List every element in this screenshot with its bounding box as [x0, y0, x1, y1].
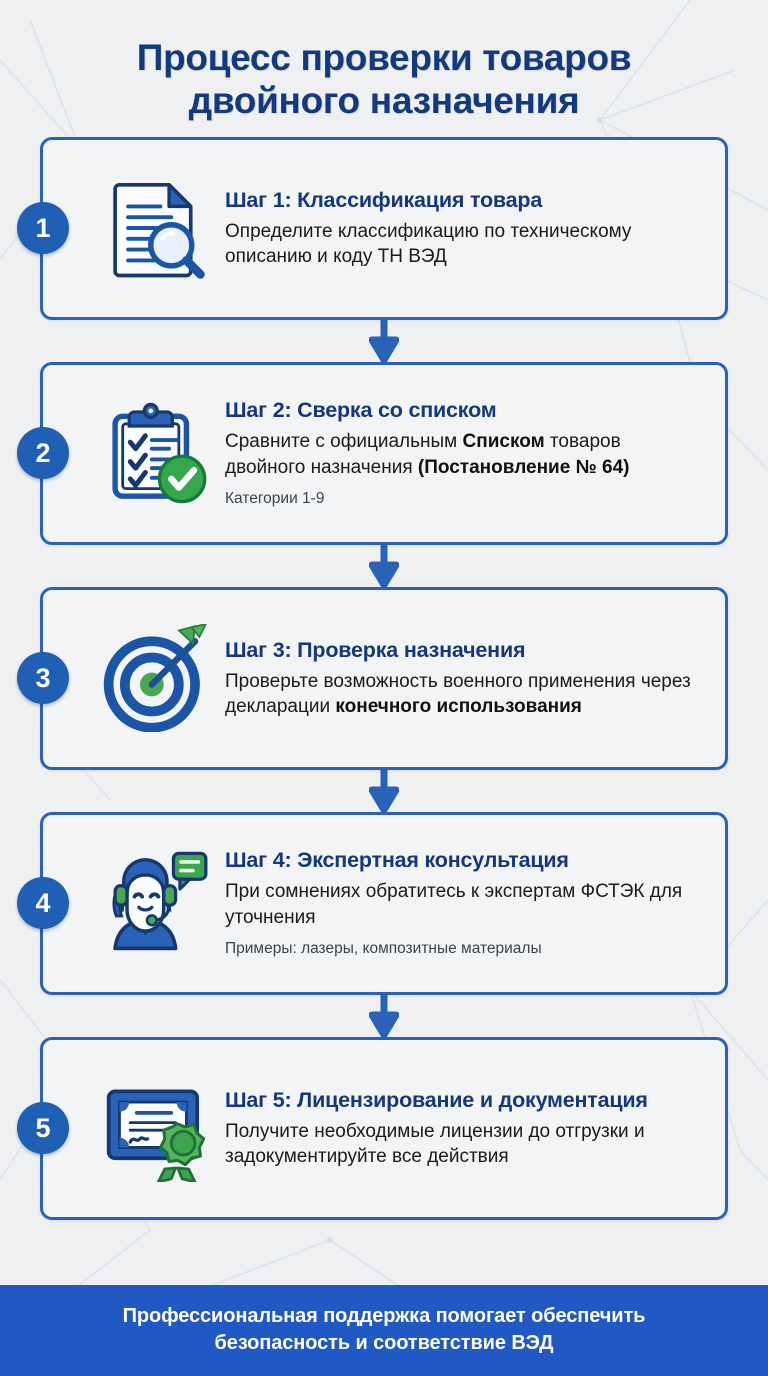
step-content-5: Шаг 5: Лицензирование и документация Пол… — [213, 1087, 705, 1170]
step-card-5[interactable]: 5 — [17, 1036, 728, 1220]
step-desc-2: Сравните с официальным Списком товаров д… — [225, 431, 630, 478]
step-content-1: Шаг 1: Классификация товара Определите к… — [213, 187, 705, 270]
step-number-badge-1: 1 — [17, 202, 69, 255]
bottom-spacer — [40, 1220, 728, 1238]
step-item-3: 3 Шаг 3: Проверка назначения Проверьте в… — [17, 586, 728, 770]
step-content-4: Шаг 4: Экспертная консультация При сомне… — [213, 847, 705, 959]
target-arrow-icon — [95, 619, 213, 737]
step-item-1: 1 Шаг — [17, 136, 728, 320]
title-line-2: двойного назначения — [188, 80, 580, 122]
step-desc-5: Получите необходимые лицензии до отгрузк… — [225, 1120, 645, 1168]
step-item-4: 4 — [17, 811, 728, 995]
footer-line-1: Профессиональная поддержка помогает обес… — [122, 1305, 646, 1328]
step-content-2: Шаг 2: Сверка со списком Сравните с офиц… — [213, 397, 705, 509]
footer-banner: Профессиональная поддержка помогает обес… — [0, 1285, 768, 1376]
steps-list: 1 Шаг — [0, 136, 768, 1286]
step-number-badge-2: 2 — [17, 427, 69, 480]
step-title-1: Шаг 1: Классификация товара — [225, 187, 543, 212]
step-card-1[interactable]: 1 Шаг — [17, 136, 728, 320]
step-number-badge-4: 4 — [17, 877, 69, 930]
footer-line-2: безопасность и соответствие ВЭД — [214, 1331, 554, 1354]
connector-arrow-4 — [40, 994, 728, 1037]
step-desc-3: Проверьте возможность военного применени… — [225, 670, 691, 718]
step-content-3: Шаг 3: Проверка назначения Проверьте воз… — [213, 637, 705, 720]
connector-arrow-3 — [40, 769, 728, 812]
step-card-4[interactable]: 4 — [17, 811, 728, 995]
step-title-4: Шаг 4: Экспертная консультация — [225, 848, 569, 873]
header: Процесс проверки товаров двойного назнач… — [0, 0, 768, 137]
step-item-2: 2 — [17, 361, 728, 545]
step-desc-4: При сомнениях обратитесь к экспертам ФСТ… — [225, 881, 683, 928]
step-title-5: Шаг 5: Лицензирование и документация — [225, 1087, 648, 1112]
document-magnifier-icon — [95, 169, 213, 287]
connector-arrow-2 — [40, 544, 728, 587]
step-title-2: Шаг 2: Сверка со списком — [225, 398, 497, 423]
step-card-2[interactable]: 2 — [17, 361, 728, 545]
support-agent-icon — [95, 844, 213, 962]
step-note-2: Категории 1-9 — [225, 489, 325, 507]
step-card-3[interactable]: 3 Шаг 3: Проверка назначения Проверьте в… — [17, 586, 728, 770]
step-title-3: Шаг 3: Проверка назначения — [225, 637, 526, 662]
page-title: Процесс проверки товаров двойного назнач… — [40, 36, 728, 123]
step-note-4: Примеры: лазеры, композитные материалы — [225, 939, 542, 957]
step-number-badge-3: 3 — [17, 652, 69, 705]
step-item-5: 5 — [17, 1036, 728, 1220]
step-number-badge-5: 5 — [17, 1102, 69, 1155]
title-line-1: Процесс проверки товаров — [136, 37, 632, 78]
certificate-seal-icon — [95, 1069, 213, 1187]
connector-arrow-1 — [40, 319, 728, 362]
step-desc-1: Определите классификацию по техническому… — [225, 220, 632, 268]
clipboard-check-icon — [95, 394, 213, 512]
